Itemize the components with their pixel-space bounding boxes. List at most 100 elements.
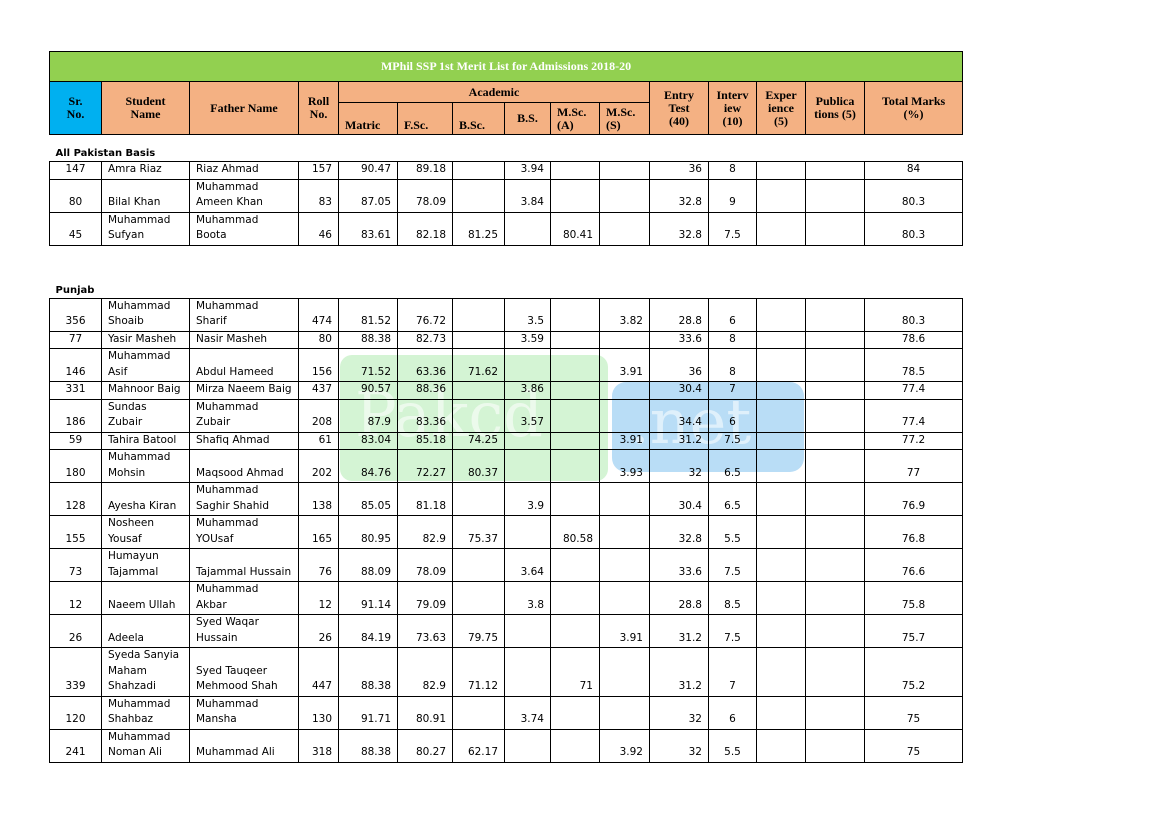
msc-a-cell xyxy=(550,297,600,332)
student-name-cell: Muhammad Asif xyxy=(101,348,190,382)
header-bs: B.S. xyxy=(504,102,551,135)
fsc-cell: 85.18 xyxy=(397,431,453,450)
fsc-cell: 82.9 xyxy=(397,647,453,697)
experience-cell xyxy=(756,161,806,180)
father-name-cell: Muhammad Boota xyxy=(189,211,299,246)
publications-cell xyxy=(805,431,865,450)
msc-a-cell xyxy=(550,381,600,400)
student-name-cell: Muhammad Mohsin xyxy=(101,449,190,483)
entry-test-cell: 28.8 xyxy=(649,581,709,615)
father-name-cell: Muhammad Akbar xyxy=(189,581,299,615)
entry-test-cell: 32.8 xyxy=(649,211,709,246)
msc-a-cell xyxy=(550,161,600,180)
bsc-cell: 79.75 xyxy=(452,614,505,648)
msc-a-cell xyxy=(550,348,600,382)
sr-no-cell: 241 xyxy=(49,728,102,763)
sr-no-cell: 180 xyxy=(49,449,102,483)
msc-a-cell xyxy=(550,548,600,582)
father-name-cell: Syed Tauqeer Mehmood Shah xyxy=(189,647,299,697)
father-name-cell: Muhammad YOUsaf xyxy=(189,515,299,549)
msc-a-cell xyxy=(550,330,600,349)
interview-cell: 7.5 xyxy=(708,431,757,450)
msc-s-cell xyxy=(599,398,650,433)
header-roll-no: Roll No. xyxy=(298,81,339,135)
student-name-cell: Muhammad Shahbaz xyxy=(101,695,190,730)
header-interview: Interv iew (10) xyxy=(708,81,757,135)
father-name-cell: Abdul Hameed xyxy=(189,348,299,382)
fsc-cell: 80.91 xyxy=(397,695,453,730)
sr-no-cell: 59 xyxy=(49,431,102,450)
publications-cell xyxy=(805,178,865,213)
bs-cell: 3.84 xyxy=(504,178,551,213)
bsc-cell: 62.17 xyxy=(452,728,505,763)
bsc-cell: 81.25 xyxy=(452,211,505,246)
bs-cell: 3.74 xyxy=(504,695,551,730)
msc-s-cell: 3.93 xyxy=(599,449,650,483)
msc-s-cell: 3.92 xyxy=(599,728,650,763)
matric-cell: 83.61 xyxy=(338,211,398,246)
publications-cell xyxy=(805,482,865,516)
father-name-cell: Muhammad Sharif xyxy=(189,297,299,332)
bsc-cell xyxy=(452,398,505,433)
publications-cell xyxy=(805,381,865,400)
father-name-cell: Tajammal Hussain xyxy=(189,548,299,582)
student-name-cell: Syeda Sanyia Maham Shahzadi xyxy=(101,647,190,697)
fsc-cell: 78.09 xyxy=(397,548,453,582)
matric-cell: 88.09 xyxy=(338,548,398,582)
interview-cell: 5.5 xyxy=(708,515,757,549)
experience-cell xyxy=(756,381,806,400)
roll-no-cell: 76 xyxy=(298,548,339,582)
total-marks-cell: 77.2 xyxy=(863,431,964,450)
merit-list: MPhil SSP 1st Merit List for Admissions … xyxy=(48,51,964,763)
sr-no-cell: 146 xyxy=(49,348,102,382)
total-marks-cell: 80.3 xyxy=(863,211,964,246)
matric-cell: 90.47 xyxy=(338,161,398,180)
msc-a-cell xyxy=(550,449,600,483)
msc-s-cell xyxy=(599,581,650,615)
student-name-cell: Muhammad Noman Ali xyxy=(101,728,190,763)
experience-cell xyxy=(756,449,806,483)
fsc-cell: 82.73 xyxy=(397,330,453,349)
matric-cell: 90.57 xyxy=(338,381,398,400)
roll-no-cell: 318 xyxy=(298,728,339,763)
bsc-cell xyxy=(452,178,505,213)
entry-test-cell: 34.4 xyxy=(649,398,709,433)
matric-cell: 88.38 xyxy=(338,728,398,763)
sr-no-cell: 331 xyxy=(49,381,102,400)
header-matric: Matric xyxy=(338,102,398,135)
student-name-cell: Amra Riaz xyxy=(101,161,190,180)
roll-no-cell: 157 xyxy=(298,161,339,180)
msc-a-cell xyxy=(550,695,600,730)
experience-cell xyxy=(756,548,806,582)
bs-cell: 3.86 xyxy=(504,381,551,400)
bsc-cell xyxy=(452,482,505,516)
entry-test-cell: 32.8 xyxy=(649,515,709,549)
total-marks-cell: 75 xyxy=(863,728,964,763)
total-marks-cell: 78.5 xyxy=(863,348,964,382)
student-name-cell: Nosheen Yousaf xyxy=(101,515,190,549)
experience-cell xyxy=(756,330,806,349)
spacer-cell xyxy=(50,245,963,272)
msc-a-cell xyxy=(550,728,600,763)
student-name-cell: Ayesha Kiran xyxy=(101,482,190,516)
sr-no-cell: 356 xyxy=(49,297,102,332)
father-name-cell: Shafiq Ahmad xyxy=(189,431,299,450)
bsc-cell xyxy=(452,161,505,180)
page-title: MPhil SSP 1st Merit List for Admissions … xyxy=(48,51,964,82)
publications-cell xyxy=(805,695,865,730)
roll-no-cell: 208 xyxy=(298,398,339,433)
interview-cell: 8 xyxy=(708,161,757,180)
msc-s-cell: 3.82 xyxy=(599,297,650,332)
experience-cell xyxy=(756,614,806,648)
total-marks-cell: 80.3 xyxy=(863,178,964,213)
msc-s-cell xyxy=(599,178,650,213)
section-header: Punjab xyxy=(50,272,963,299)
publications-cell xyxy=(805,581,865,615)
